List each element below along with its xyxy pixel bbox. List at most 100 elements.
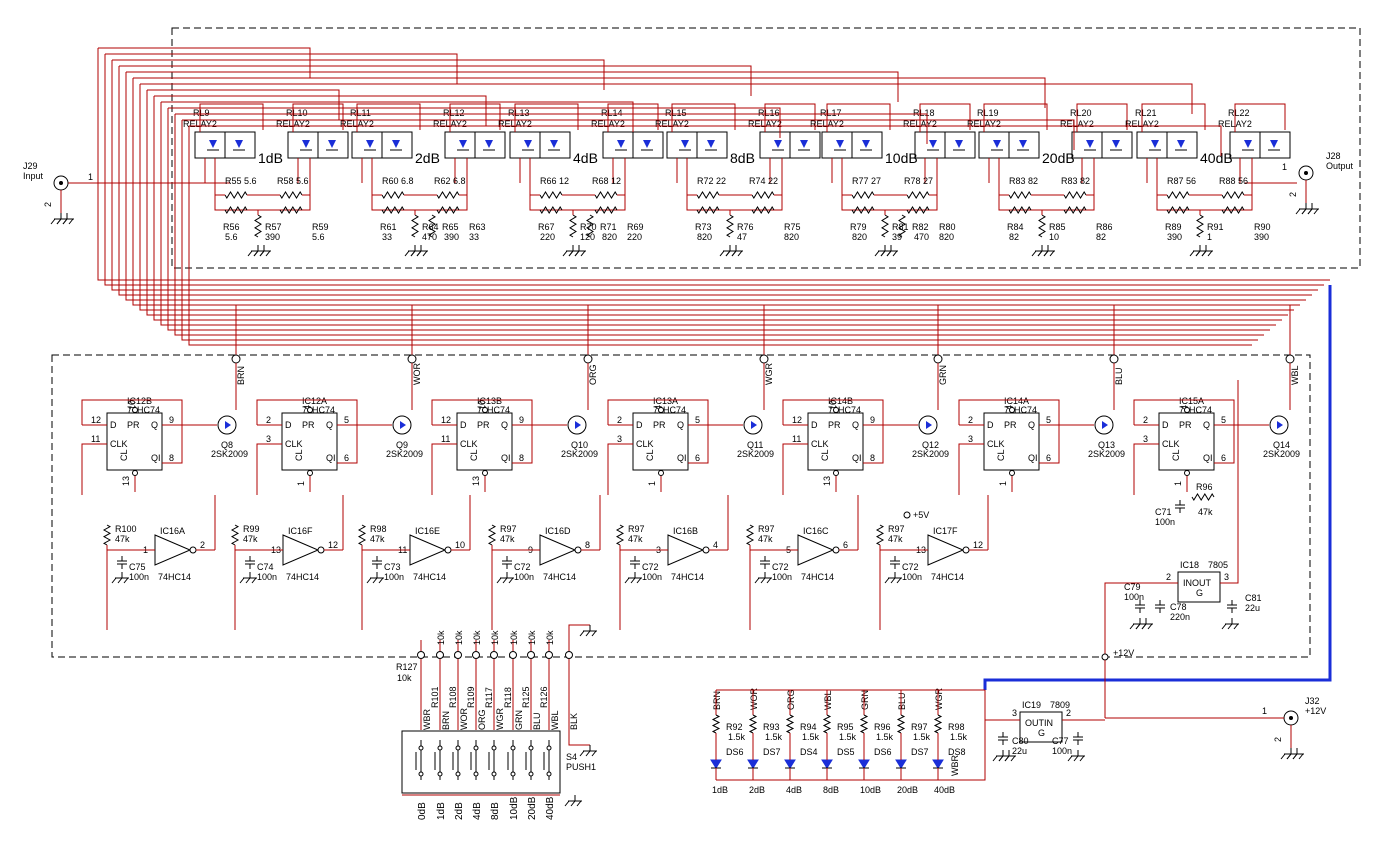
resistor-ref: R59 [312,222,329,232]
ground-symbol [1286,748,1304,760]
resistor [539,191,563,199]
resistor [748,714,758,734]
resistor [751,191,775,199]
bus-wire-label: GRN [938,365,948,385]
ground-symbol [239,572,257,584]
wire [568,624,590,651]
wire [256,399,358,464]
ff-pin-name: CL [820,449,830,461]
led-resistor-value: 1.5k [950,732,968,742]
ff-pin-name: PR [828,420,841,430]
resistor-value: 33 [382,232,392,242]
wire [105,53,458,84]
ff-pin-name: CLK [987,439,1005,449]
input-pin1: 1 [88,172,93,182]
flipflop-part: 74HC74 [828,405,861,415]
cap-ref: C72 [902,562,919,572]
switch-bank [401,730,561,794]
relay-ref: RL11 [350,108,371,118]
bus-terminal-WOR [407,354,417,364]
plus12v-label: +12V [1113,648,1134,658]
switch-label-40dB: 40dB [545,796,556,820]
ground-symbol [1301,203,1319,215]
ff-pin-name: PR [1004,420,1017,430]
ff-pin-num: 10 [127,400,137,410]
ff-pin-num: 4 [302,405,312,410]
ff-pin-num: 10 [477,400,487,410]
resistor-ref: R79 [850,222,867,232]
pullup-value: 47k [500,534,515,544]
led-label-10dB: 10dB [860,785,881,795]
ff-pin-num: 3 [266,434,271,444]
resistor [1063,206,1087,214]
resistor-value: 82 [1009,232,1019,242]
wire [371,158,468,211]
resistor [1166,206,1190,214]
ff-pin-name: CL [469,449,479,461]
wire [111,60,1318,291]
cap-value: 100n [129,572,149,582]
resistor-ref: R85 [1049,222,1066,232]
generated-components: J29Input21J28Output21J32+12V21RL9RELAY2R… [23,47,1354,820]
pullup-ref: R100 [115,524,137,534]
wire [104,54,1324,286]
wire [1133,424,1269,495]
relay-ref: RL19 [977,108,999,118]
resistor-value: 220 [540,232,555,242]
ground-symbol [579,625,597,637]
pullup-wire-label: WOR [459,708,469,730]
wire [431,399,533,464]
cap-ref: C72 [642,562,659,572]
pullup-value: 47k [243,534,258,544]
pullup-wire-label: ORG [477,709,487,730]
resistor-value: 47 [737,232,747,242]
resistor [436,191,460,199]
ff-pin-num: 9 [870,415,875,425]
switch-contact [528,745,534,751]
output-connector-ref: J28 [1326,151,1341,161]
flipflop-part: 74HC74 [1004,405,1037,415]
mosfet-Q9 [392,415,412,435]
power-connector-pin [1289,716,1293,720]
resistor-value: 820 [784,232,799,242]
wire [1141,103,1206,132]
relay-led [643,140,651,148]
wire [361,158,456,183]
switch-contact [418,771,424,777]
inverter-pin: 2 [200,540,205,550]
inverter-bubble [574,546,582,554]
power-connector-label: +12V [1305,706,1326,716]
resistor [696,191,720,199]
flipflop-part: 74HC74 [477,405,510,415]
led-resistor-ref: R92 [726,722,743,732]
flipflop-part: 74HC74 [302,405,335,415]
resistor-label: R68 12 [592,176,621,186]
stage-attenuation: 8dB [730,150,755,166]
ff-pin-num: 2 [968,415,973,425]
wire [256,424,392,495]
ff-clear-bubble [658,470,664,476]
relay-led [681,140,689,148]
relay-led [617,140,625,148]
switch-label-10dB: 10dB [509,796,520,820]
output-connector-label: Output [1326,161,1354,171]
wire [139,84,1294,311]
pullup-value: 10k [472,630,482,645]
switch-contact [510,771,516,777]
wire [154,95,487,126]
resistor [224,191,248,199]
inverter-IC16D [539,534,577,566]
output-connector-pin [1304,171,1308,175]
resistor-ref: R76 [737,222,754,232]
blk-terminal [565,651,573,659]
pullup-wire-label: BLK [569,713,579,730]
wire [1104,380,1239,655]
ground-symbol [496,572,514,584]
resistor-ref: R56 [223,222,240,232]
pullup-ref: R118 [503,687,513,708]
resistor-label: R66 12 [540,176,569,186]
wire [204,158,299,183]
ff-pin-num: 13 [822,476,832,486]
ff-pin-num: 5 [695,415,700,425]
inverter-bubble [189,546,197,554]
